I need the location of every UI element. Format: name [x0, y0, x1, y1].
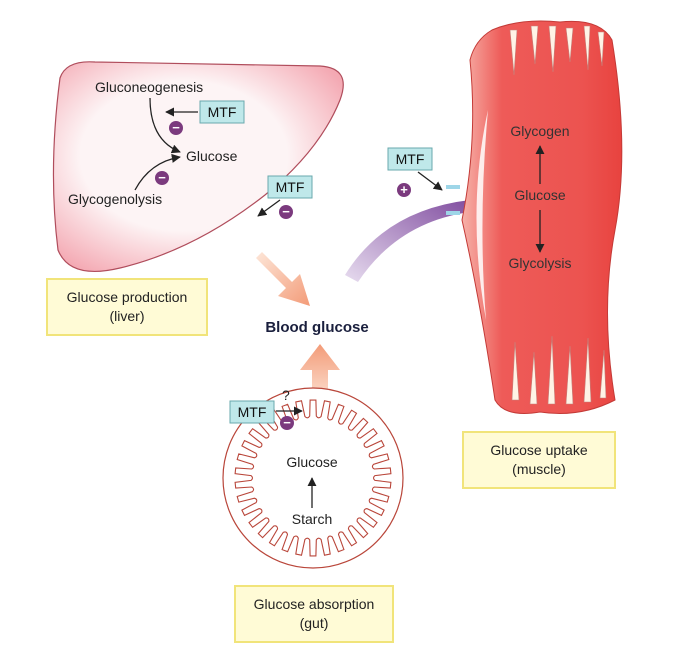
caption-liver-line1: Glucose production [66, 289, 188, 305]
glycogen-label: Glycogen [510, 123, 569, 139]
mtf-liver-label: MTF [208, 104, 237, 120]
stimulate-sign: + [400, 182, 408, 197]
liver-to-blood-arrow [256, 252, 310, 306]
inhibit-badge-gut: − [280, 415, 294, 430]
glucose-transporter [446, 185, 460, 215]
inhibit-sign: − [282, 204, 290, 219]
gut-to-blood-arrow [300, 344, 340, 405]
liver-glucose-label: Glucose [186, 148, 238, 164]
muscle-striations-bottom [511, 335, 607, 405]
gut-inner-lining [234, 399, 392, 557]
glycolysis-label: Glycolysis [508, 255, 571, 271]
mtf-gut-label: MTF [238, 404, 267, 420]
caption-gut-line2: (gut) [299, 615, 329, 631]
inhibit-sign: − [158, 170, 166, 185]
mtf-muscle-label: MTF [396, 151, 425, 167]
muscle-striations-top [509, 25, 605, 76]
caption-gut-line1: Glucose absorption [253, 596, 375, 612]
caption-muscle: Glucose uptake (muscle) [462, 431, 616, 489]
liver-shape [52, 61, 344, 272]
blood-glucose-label: Blood glucose [265, 319, 368, 336]
caption-liver: Glucose production (liver) [46, 278, 208, 336]
gut-villi [234, 399, 392, 557]
mtf-output-arrow [257, 199, 281, 217]
mtf-muscle-arrow [417, 171, 443, 191]
mtf-muscle: MTF [387, 147, 433, 171]
mtf-liver-output: MTF [267, 175, 313, 199]
stimulate-badge: + [397, 182, 411, 197]
inhibit-badge-gluconeogenesis: − [169, 120, 183, 135]
inhibit-sign: − [283, 415, 291, 430]
muscle-glucose-label: Glucose [514, 187, 566, 203]
inhibit-badge-glycogenolysis: − [155, 170, 169, 185]
glycogenolysis-arrow [134, 153, 181, 191]
muscle [461, 20, 623, 414]
starch-label: Starch [292, 511, 332, 527]
gluconeogenesis-label: Gluconeogenesis [95, 79, 203, 95]
caption-gut: Glucose absorption (gut) [234, 585, 394, 643]
muscle-shape [461, 20, 623, 414]
gut-glucose-label: Glucose [286, 454, 338, 470]
gluconeogenesis-arrow [149, 97, 181, 154]
muscle-highlight [476, 110, 488, 320]
inhibit-sign: − [172, 120, 180, 135]
question-mark: ? [282, 387, 290, 403]
blood-to-muscle-arrow [345, 186, 492, 282]
liver [52, 61, 344, 272]
caption-muscle-line2: (muscle) [512, 461, 566, 477]
mtf-output-label: MTF [276, 179, 305, 195]
caption-liver-line2: (liver) [109, 308, 145, 324]
mtf-gut: MTF [229, 400, 275, 424]
mtf-liver: MTF [199, 100, 245, 124]
caption-muscle-line1: Glucose uptake [490, 442, 588, 458]
inhibit-badge-output: − [279, 204, 293, 219]
glycogenolysis-label: Glycogenolysis [68, 191, 162, 207]
